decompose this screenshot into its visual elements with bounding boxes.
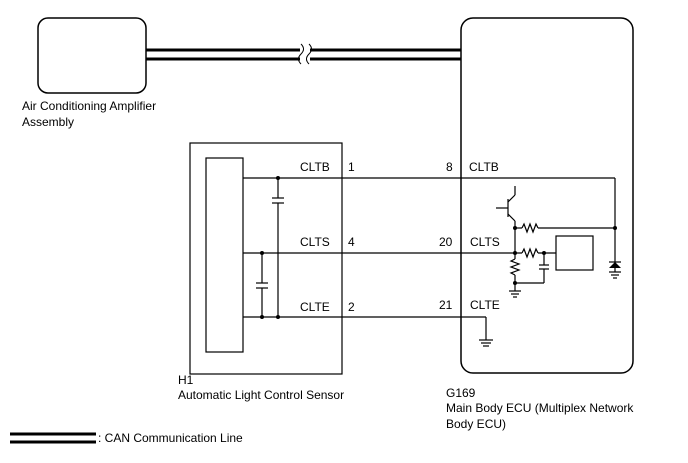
- sensor-pin-cltb-signal: CLTB: [300, 160, 330, 174]
- main-body-ecu-box: [460, 17, 634, 374]
- ecu-name-line1: Main Body ECU (Multiplex Network: [446, 401, 634, 415]
- sensor-element: [205, 157, 244, 353]
- ecu-pin-cltb-number: 8: [446, 160, 453, 174]
- sensor-pin-clts-number: 4: [348, 235, 355, 249]
- sensor-pin-clts-signal: CLTS: [300, 235, 330, 249]
- can-line-break-mark-2: [306, 43, 312, 65]
- legend-can-line-symbol: [10, 432, 96, 444]
- ecu-pin-clte-number: 21: [439, 298, 453, 312]
- sensor-pin-clte-number: 2: [348, 300, 355, 314]
- sensor-pin-cltb-number: 1: [348, 160, 355, 174]
- light-control-sensor-box: [189, 142, 343, 375]
- air-conditioning-amplifier-box: [37, 17, 147, 94]
- legend-can-line-label: : CAN Communication Line: [98, 431, 243, 445]
- diode-icon: [609, 262, 621, 268]
- sensor-pin-clte-signal: CLTE: [300, 300, 330, 314]
- amplifier-name-line2: Assembly: [22, 115, 75, 129]
- ecu-name-line2: Body ECU): [446, 417, 507, 431]
- ecu-pin-clts-number: 20: [439, 235, 453, 249]
- resistor: [521, 247, 539, 259]
- sensor-name: Automatic Light Control Sensor: [178, 388, 345, 402]
- sensor-code: H1: [178, 373, 194, 387]
- can-communication-line: [146, 48, 461, 61]
- ecu-code: G169: [446, 386, 476, 400]
- junction-dots: [260, 176, 617, 319]
- can-line-break-mark: [298, 43, 304, 65]
- ecu-pin-clte-signal: CLTE: [470, 298, 500, 312]
- ecu-pin-clts-signal: CLTS: [470, 235, 500, 249]
- ecu-ic-block: [555, 235, 594, 271]
- amplifier-name-line1: Air Conditioning Amplifier: [22, 99, 157, 113]
- resistor: [509, 258, 521, 276]
- ecu-pin-cltb-signal: CLTB: [469, 160, 499, 174]
- resistor: [521, 222, 539, 234]
